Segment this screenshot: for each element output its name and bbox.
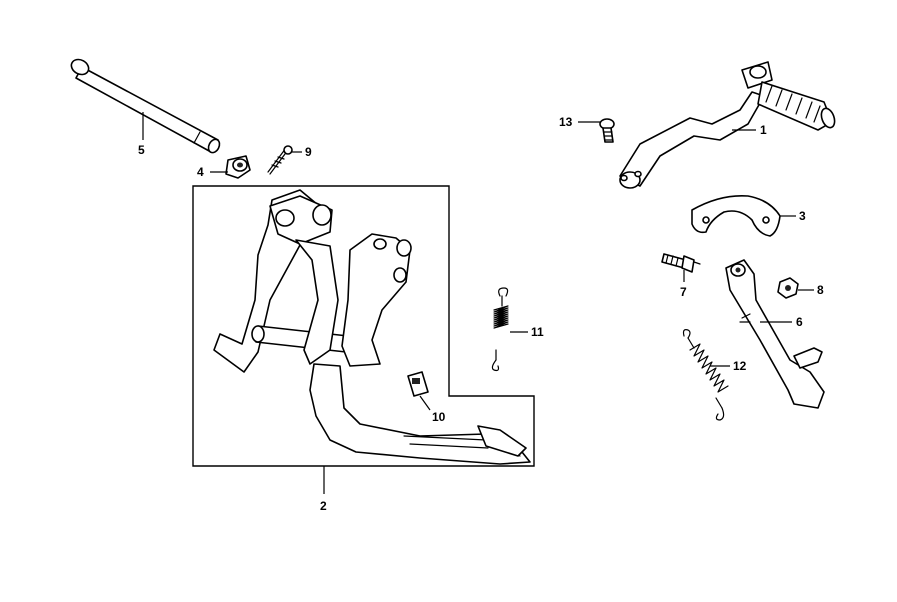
clip-part [407,371,429,397]
callout-8: 8 [817,283,824,297]
spring-part-12 [682,329,729,421]
spring-part-11 [491,287,509,372]
callout-4: 4 [197,165,204,179]
callout-10: 10 [432,410,446,424]
callout-6: 6 [796,315,803,329]
callout-13: 13 [559,115,573,129]
main-stand-part [213,189,531,465]
cotter-pin-part [267,145,293,175]
callout-1: 1 [760,123,767,137]
assembly-frame [192,185,535,467]
callout-9: 9 [305,145,312,159]
callout-12: 12 [733,359,747,373]
bolt-part-7 [661,253,701,273]
side-stand-part [725,259,825,409]
bolt-part-13 [599,118,615,143]
leader-10 [419,395,431,411]
axle-shaft-part [70,58,221,154]
kick-starter-lever-part [619,61,836,189]
callout-11: 11 [531,325,544,339]
callout-2: 2 [320,499,327,513]
callout-3: 3 [799,209,806,223]
nut-part-8 [777,277,799,299]
callout-7: 7 [680,285,687,299]
nut-part [225,155,251,179]
plate-part [691,194,781,237]
callout-5: 5 [138,143,145,157]
